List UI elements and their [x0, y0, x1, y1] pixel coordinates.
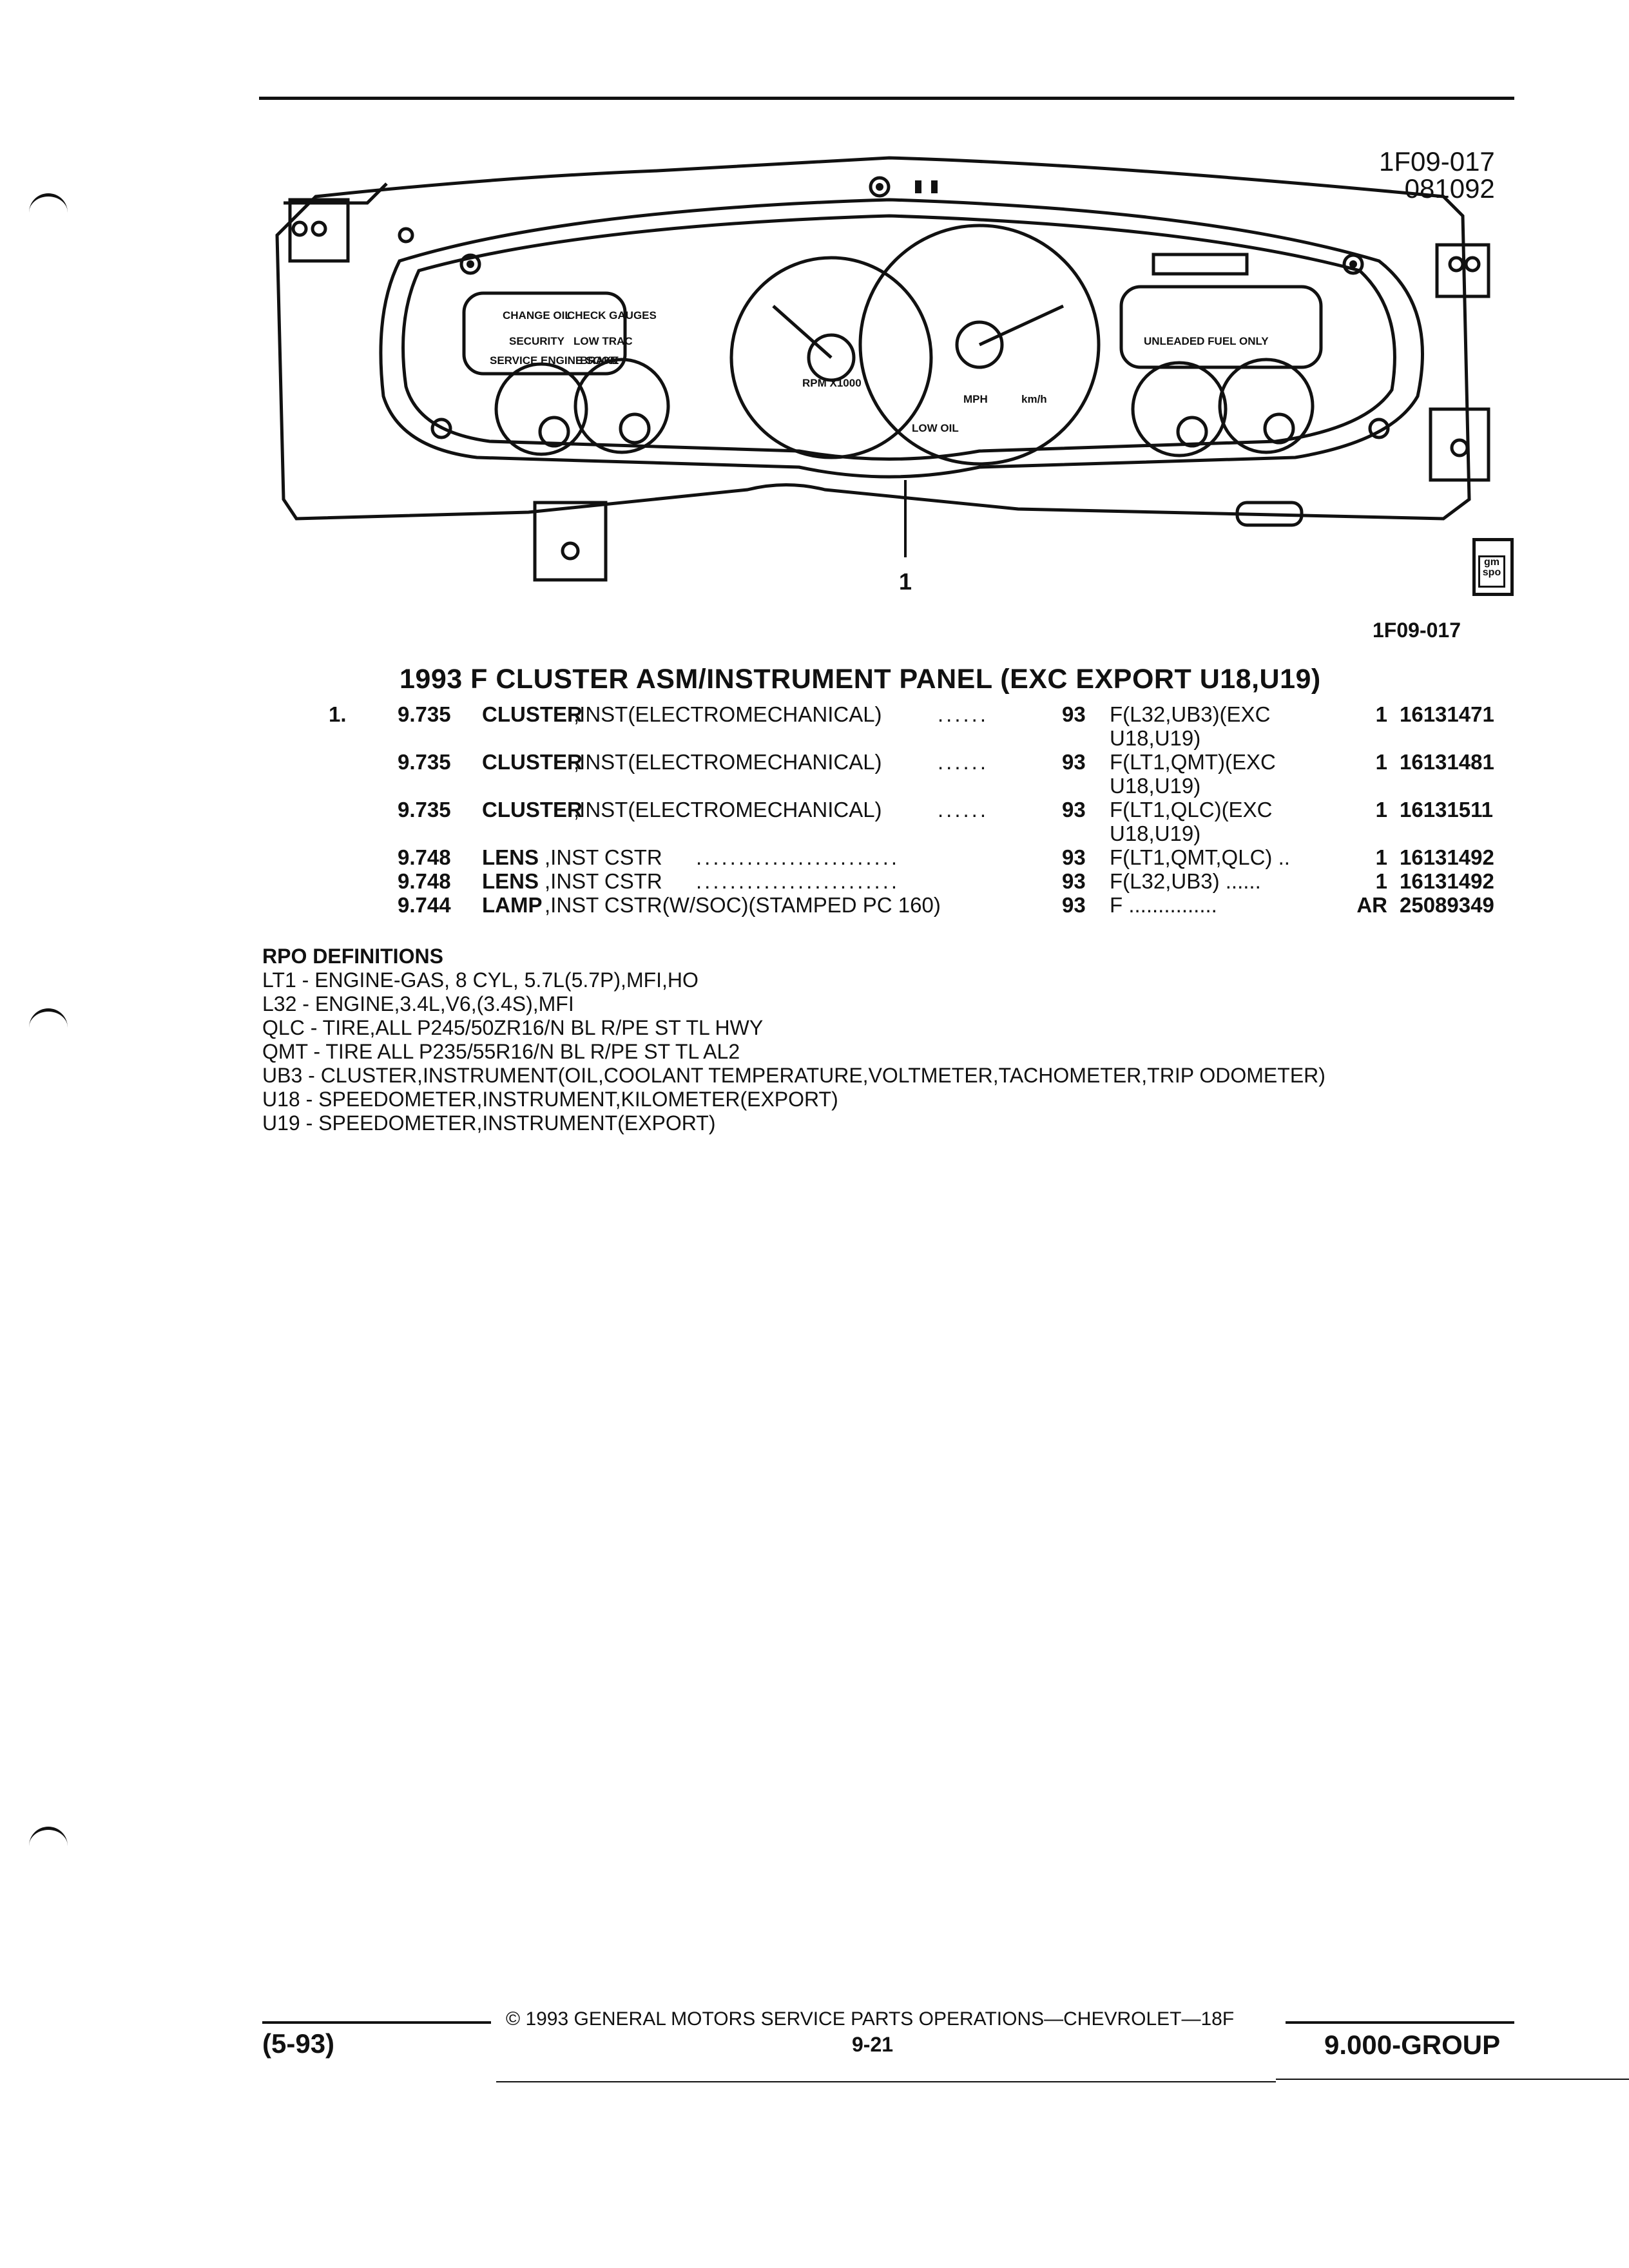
- parts-row: 9.748 LENS ,INST CSTR ..................…: [0, 869, 1629, 893]
- model-year: 93: [1062, 845, 1086, 869]
- top-rule: [259, 97, 1514, 100]
- model-year: 93: [1062, 869, 1086, 893]
- part-number: 25089349: [1400, 893, 1494, 917]
- group-code: 9.735: [398, 750, 451, 774]
- application: F(LT1,QMT,QLC) ..: [1110, 845, 1290, 869]
- model-year: 93: [1062, 702, 1086, 726]
- group-code: 9.748: [398, 869, 451, 893]
- figure-reference: 1F09-017: [1373, 619, 1461, 642]
- part-number: 16131481: [1400, 750, 1494, 774]
- kmh-unit: km/h: [1021, 393, 1047, 405]
- diagram-code: 1F09-017 081092: [1379, 148, 1495, 202]
- parts-row: 9.744 LAMP ,INST CSTR(W/SOC)(STAMPED PC …: [0, 893, 1629, 917]
- footer-bottom-rule: [496, 2081, 1276, 2082]
- tach-unit: RPM X1000: [802, 377, 862, 389]
- quantity: 1: [1375, 798, 1387, 822]
- group-code: 9.735: [398, 702, 451, 726]
- part-name: LENS: [482, 845, 539, 869]
- gmspo-logo-text: gm spo: [1478, 555, 1505, 588]
- part-desc: ,INST CSTR: [545, 869, 662, 893]
- leader-dots: ......: [938, 750, 989, 774]
- parts-row: 1. 9.735 CLUSTER ,INST(ELECTROMECHANICAL…: [0, 702, 1629, 750]
- unleaded-label: UNLEADED FUEL ONLY: [1144, 335, 1269, 347]
- application: F(L32,UB3) ......: [1110, 869, 1261, 893]
- part-name: CLUSTER: [482, 798, 583, 822]
- part-number: 16131511: [1400, 798, 1494, 822]
- part-number: 16131492: [1400, 845, 1494, 869]
- leader-dots: ......: [938, 798, 989, 822]
- leader-dots: ........................: [696, 869, 900, 893]
- rpo-title: RPO DEFINITIONS: [262, 945, 443, 968]
- warn-low-trac: LOW TRAC: [574, 335, 633, 347]
- rpo-line: LT1 - ENGINE-GAS, 8 CYL, 5.7L(5.7P),MFI,…: [262, 968, 699, 992]
- quantity: 1: [1375, 702, 1387, 726]
- diagram-code-line1: 1F09-017: [1379, 146, 1495, 177]
- footer-page-number: 9-21: [852, 2033, 894, 2056]
- leader-dots: ........................: [696, 845, 900, 869]
- footer-rule-left: [262, 2021, 491, 2024]
- application: F(L32,UB3)(EXC U18,U19): [1110, 702, 1271, 750]
- rpo-line: U18 - SPEEDOMETER,INSTRUMENT,KILOMETER(E…: [262, 1088, 838, 1111]
- rpo-line: U19 - SPEEDOMETER,INSTRUMENT(EXPORT): [262, 1111, 716, 1135]
- warn-service-engine: SERVICE ENGINE SOON: [490, 354, 618, 367]
- group-code: 9.735: [398, 798, 451, 822]
- gmspo-logo: gm spo: [1472, 538, 1514, 596]
- speed-unit: MPH: [963, 393, 988, 405]
- application: F(LT1,QMT)(EXC U18,U19): [1110, 750, 1276, 798]
- part-number: 16131492: [1400, 869, 1494, 893]
- application: F ...............: [1110, 893, 1217, 917]
- part-desc: ,INST(ELECTROMECHANICAL): [574, 702, 882, 726]
- footer-rule-right: [1286, 2021, 1514, 2024]
- application: F(LT1,QLC)(EXC U18,U19): [1110, 798, 1273, 845]
- part-desc: ,INST(ELECTROMECHANICAL): [574, 798, 882, 822]
- rpo-line: UB3 - CLUSTER,INSTRUMENT(OIL,COOLANT TEM…: [262, 1064, 1325, 1087]
- part-desc: ,INST CSTR: [545, 845, 662, 869]
- leader-dots: ......: [938, 702, 989, 726]
- quantity: AR: [1356, 893, 1387, 917]
- model-year: 93: [1062, 893, 1086, 917]
- callout-number: 1: [899, 568, 912, 595]
- warn-brake: BRAKE: [580, 354, 619, 367]
- model-year: 93: [1062, 798, 1086, 822]
- item-number: 1.: [329, 702, 347, 726]
- margin-mark: [29, 1008, 68, 1031]
- rpo-line: L32 - ENGINE,3.4L,V6,(3.4S),MFI: [262, 992, 574, 1015]
- margin-mark: [29, 1827, 68, 1849]
- quantity: 1: [1375, 845, 1387, 869]
- warn-security: SECURITY: [509, 335, 565, 347]
- footer-date: (5-93): [262, 2028, 335, 2059]
- group-code: 9.748: [398, 845, 451, 869]
- instrument-cluster-illustration: CHANGE OIL CHECK GAUGES SECURITY LOW TRA…: [275, 156, 1490, 595]
- group-code: 9.744: [398, 893, 451, 917]
- part-desc: ,INST(ELECTROMECHANICAL): [574, 750, 882, 774]
- part-name: LENS: [482, 869, 539, 893]
- parts-row: 9.735 CLUSTER ,INST(ELECTROMECHANICAL) .…: [0, 798, 1629, 845]
- warn-check-gauges: CHECK GAUGES: [567, 309, 657, 322]
- section-heading: 1993 F CLUSTER ASM/INSTRUMENT PANEL (EXC…: [400, 664, 1321, 695]
- low-oil-label: LOW OIL: [912, 422, 959, 434]
- parts-row: 9.735 CLUSTER ,INST(ELECTROMECHANICAL) .…: [0, 750, 1629, 798]
- warn-change-oil: CHANGE OIL: [503, 309, 572, 322]
- quantity: 1: [1375, 750, 1387, 774]
- rpo-line: QLC - TIRE,ALL P245/50ZR16/N BL R/PE ST …: [262, 1016, 764, 1039]
- part-number: 16131471: [1400, 702, 1494, 726]
- footer-bottom-rule-right: [1276, 2079, 1629, 2080]
- part-name: CLUSTER: [482, 750, 583, 774]
- diagram-code-line2: 081092: [1404, 173, 1495, 204]
- rpo-definitions: RPO DEFINITIONS LT1 - ENGINE-GAS, 8 CYL,…: [262, 945, 1325, 1135]
- model-year: 93: [1062, 750, 1086, 774]
- margin-mark: [29, 193, 68, 216]
- quantity: 1: [1375, 869, 1387, 893]
- part-name: CLUSTER: [482, 702, 583, 726]
- footer-group: 9.000-GROUP: [1324, 2030, 1501, 2060]
- part-name: LAMP: [482, 893, 543, 917]
- part-desc: ,INST CSTR(W/SOC)(STAMPED PC 160): [545, 893, 941, 917]
- footer-copyright: © 1993 GENERAL MOTORS SERVICE PARTS OPER…: [506, 2008, 1235, 2030]
- parts-row: 9.748 LENS ,INST CSTR ..................…: [0, 845, 1629, 869]
- rpo-line: QMT - TIRE ALL P235/55R16/N BL R/PE ST T…: [262, 1040, 740, 1063]
